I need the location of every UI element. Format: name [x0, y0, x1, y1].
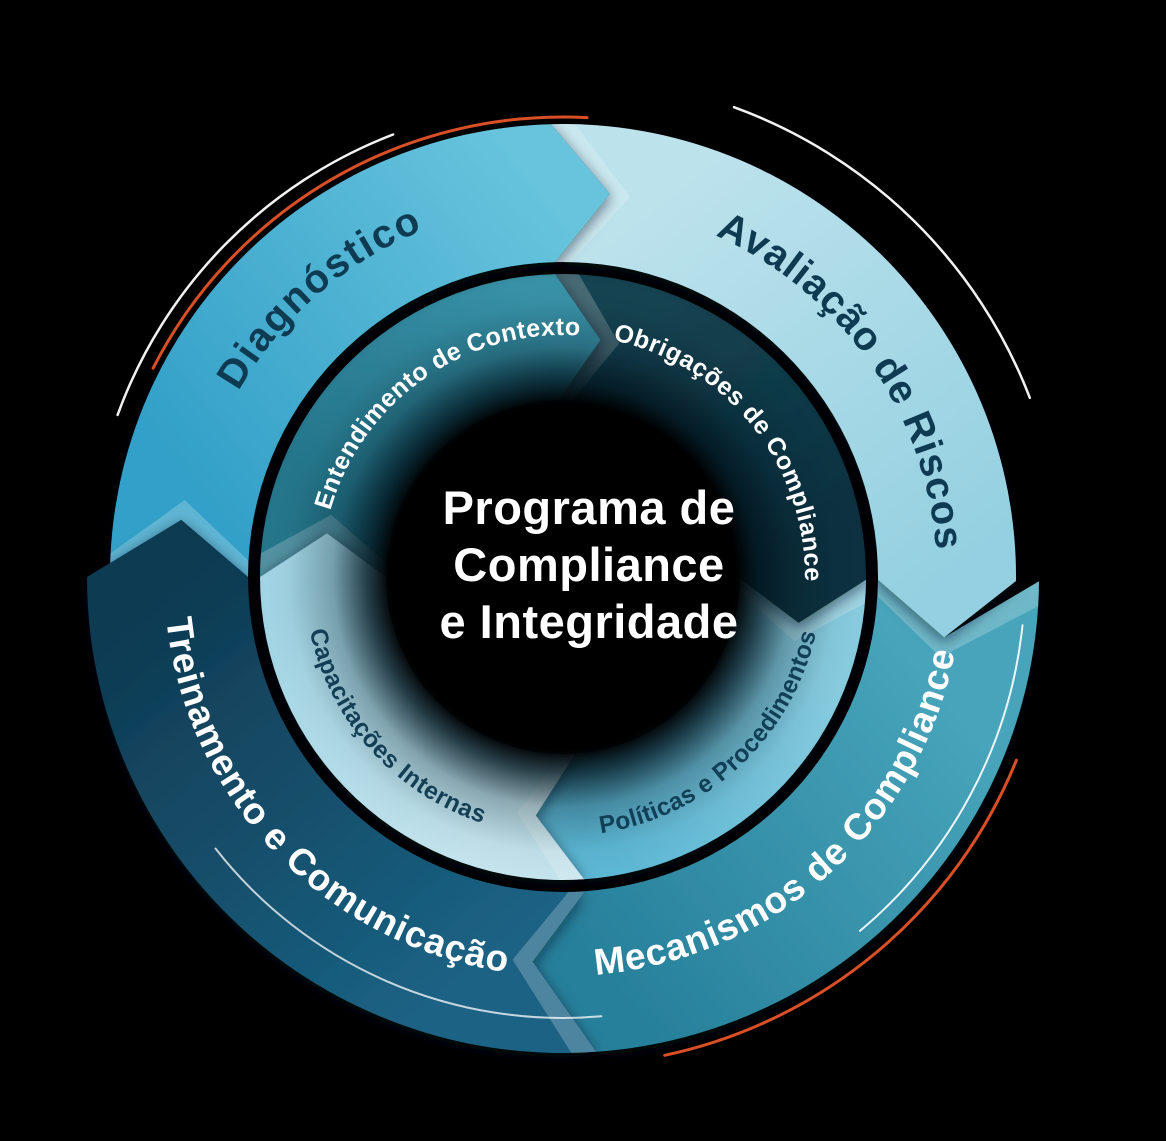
- accent-arc-white-top-left: [116, 133, 395, 417]
- outer-segment-mecanismos-de-compliance: [532, 579, 1039, 1052]
- accent-arc-orange-bottom-right: [663, 758, 1018, 1057]
- accent-arc-white-bottom-left: [214, 847, 603, 1019]
- outer-arrow-mecanismos-de-compliance: [532, 579, 1039, 1052]
- outer-arrow-diagnostico: [110, 124, 610, 577]
- outer-segment-treinamento-e-comunicacao: [87, 519, 597, 1053]
- outer-arrow-avaliacao-de-riscos: [551, 124, 1017, 638]
- accent-arc-white-bottom-right: [859, 624, 1024, 932]
- outer-segment-diagnostico: [109, 124, 610, 577]
- accent-arc-white-top-right: [732, 105, 1032, 400]
- center-title-line-2: Compliance: [453, 538, 724, 591]
- outer-arrow-echo-avaliacao-de-riscos: [551, 124, 630, 263]
- decorative-arcs: [116, 105, 1032, 1057]
- center-hole-shadow: [243, 257, 883, 897]
- outer-arrow-echo-diagnostico: [109, 500, 249, 577]
- accent-arc-orange-top-left: [151, 115, 589, 370]
- center-title: Programa de Compliance e Integridade: [439, 481, 738, 648]
- outer-arrow-echo-treinamento-e-comunicacao: [512, 891, 597, 1053]
- center-title-line-3: e Integridade: [439, 595, 738, 648]
- outer-arrow-treinamento-e-comunicacao: [87, 519, 597, 1053]
- outer-segment-avaliacao-de-riscos: [551, 124, 1017, 638]
- outer-arrow-echo-mecanismos-de-compliance: [877, 579, 1039, 658]
- center-title-line-1: Programa de: [443, 481, 736, 534]
